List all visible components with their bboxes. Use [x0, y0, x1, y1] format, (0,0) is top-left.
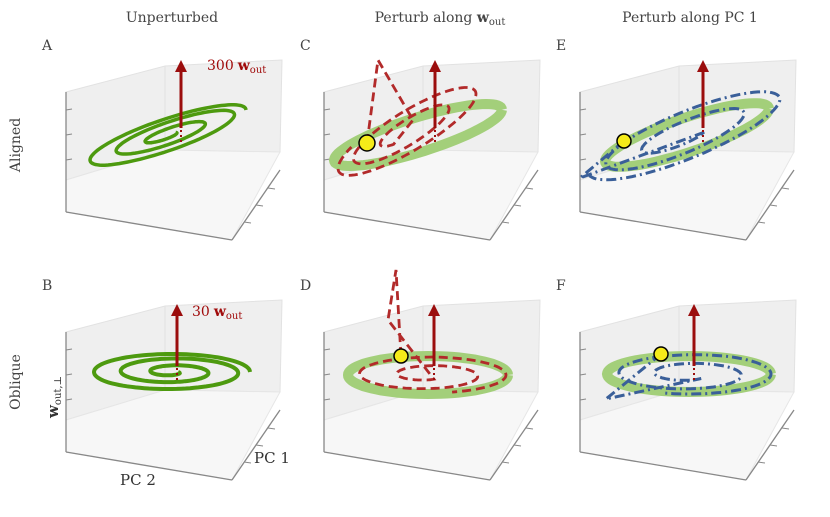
- trajectory-perturbed-wout-C: [336, 55, 478, 177]
- axis-label-pc1: PC 1: [254, 449, 290, 467]
- vector-label-oblique-scale: 30: [192, 304, 210, 320]
- y-tick-0: [501, 461, 510, 464]
- curves-E: [579, 60, 782, 182]
- panel-letter-A: A: [41, 38, 53, 54]
- panel-letter-D: D: [300, 278, 311, 294]
- y-tick-0: [757, 221, 766, 224]
- y-tick-2: [525, 187, 534, 190]
- y-tick-2: [267, 187, 276, 190]
- panel-A: [65, 59, 283, 241]
- panel-letter-C: C: [300, 38, 311, 54]
- y-tick-0: [757, 461, 766, 464]
- z-tick-1: [579, 133, 587, 136]
- perturbation-point-D: [393, 348, 409, 364]
- z-tick-2: [579, 158, 587, 161]
- curves-F: [601, 304, 776, 401]
- y-tick-0: [501, 221, 510, 224]
- y-tick-1: [769, 444, 778, 447]
- row-label-aligned: Aligned: [8, 118, 24, 173]
- axis-label-z-sub: out,⊥: [53, 376, 64, 405]
- trajectory-unperturbed-A: [88, 103, 248, 167]
- y-tick-0: [243, 221, 252, 224]
- curves-A: [88, 60, 248, 167]
- y-tick-1: [255, 444, 264, 447]
- col-title-perturb-wout: Perturb along wout: [375, 10, 506, 28]
- y-tick-2: [525, 427, 534, 430]
- z-tick-2: [65, 158, 73, 161]
- panel-letter-E: E: [556, 38, 566, 54]
- z-tick-1: [65, 133, 73, 136]
- y-tick-1: [769, 204, 778, 207]
- trajectory-unperturbed-faded-C: [328, 98, 507, 172]
- vector-label-oblique-sub: out: [226, 311, 242, 322]
- y-tick-0: [243, 461, 252, 464]
- col-title-unperturbed: Unperturbed: [126, 10, 218, 26]
- trajectory-perturbed-wout-D: [358, 269, 508, 394]
- col-title-perturb-wout-prefix: Perturb along: [375, 10, 477, 26]
- z-tick-1: [323, 373, 331, 376]
- z-tick-0: [323, 348, 331, 351]
- axis-label-pc2: PC 2: [120, 471, 156, 489]
- vector-label-aligned-scale: 300: [207, 58, 234, 74]
- z-tick-2: [323, 158, 331, 161]
- perturbation-point-F: [653, 346, 669, 362]
- z-tick-0: [579, 108, 587, 111]
- z-tick-2: [579, 398, 587, 401]
- y-tick-1: [513, 444, 522, 447]
- back-pane-right: [422, 299, 541, 393]
- axis-label-z-vec: w: [44, 404, 62, 419]
- vector-label-oblique-vec: w: [213, 304, 227, 320]
- curves-C: [328, 55, 507, 177]
- curves-B: [91, 304, 252, 391]
- z-tick-0: [65, 108, 73, 111]
- x-axis-line: [323, 451, 491, 481]
- row-label-oblique: Oblique: [8, 354, 24, 410]
- panel-letter-F: F: [556, 278, 566, 294]
- y-tick-1: [513, 204, 522, 207]
- z-tick-0: [323, 108, 331, 111]
- z-tick-2: [65, 398, 73, 401]
- col-title-perturb-wout-vec: w: [476, 10, 490, 26]
- x-axis-line: [579, 211, 747, 241]
- panel-E: [579, 59, 797, 241]
- col-title-perturb-wout-sub: out: [489, 17, 505, 28]
- axis-label-wout-perp: wout,⊥: [44, 376, 64, 419]
- y-tick-2: [781, 427, 790, 430]
- trajectory-unperturbed-faded-F: [601, 350, 776, 398]
- curves-D: [342, 269, 513, 400]
- panel-letter-B: B: [42, 278, 52, 294]
- col-title-perturb-pc1: Perturb along PC 1: [622, 10, 758, 26]
- y-tick-1: [255, 204, 264, 207]
- perturbation-point-C: [358, 134, 376, 152]
- vector-label-aligned-vec: w: [237, 58, 251, 74]
- x-axis-line: [579, 451, 747, 481]
- x-axis-line: [323, 211, 491, 241]
- perturbation-point-E: [616, 133, 632, 149]
- y-tick-2: [267, 427, 276, 430]
- trajectory-unperturbed-faded-E: [599, 98, 774, 172]
- trajectory-unperturbed-B: [91, 352, 252, 391]
- z-tick-0: [65, 348, 73, 351]
- trajectory-perturbed-pc1-E: [579, 90, 782, 182]
- x-axis-line: [65, 211, 233, 241]
- axis-box-B: [65, 299, 283, 481]
- z-tick-1: [579, 373, 587, 376]
- x-axis-line: [65, 451, 233, 481]
- y-tick-2: [781, 187, 790, 190]
- panel-B: [65, 299, 283, 481]
- axis-box-F: [579, 299, 797, 481]
- panel-D: [323, 269, 541, 481]
- z-tick-1: [65, 373, 73, 376]
- vector-label-aligned-sub: out: [250, 65, 266, 76]
- trajectory-perturbed-pc1-F: [605, 352, 773, 401]
- z-tick-0: [579, 348, 587, 351]
- z-tick-2: [323, 398, 331, 401]
- panel-F: [579, 299, 797, 481]
- z-tick-1: [323, 133, 331, 136]
- panel-C: [323, 55, 541, 241]
